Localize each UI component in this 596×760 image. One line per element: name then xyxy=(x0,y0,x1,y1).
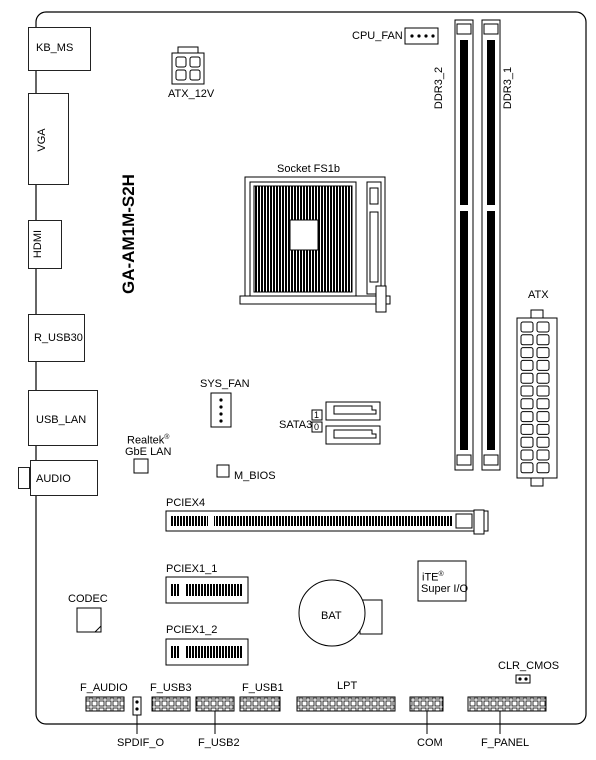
atx-pin xyxy=(520,436,534,448)
atx-pin xyxy=(536,462,550,474)
pciex1-2-label: PCIEX1_2 xyxy=(166,624,218,636)
realtek-registered-mark: ® xyxy=(164,434,170,441)
gbe-lan-label: GbE LAN xyxy=(125,446,172,458)
lpt-label: LPT xyxy=(337,680,358,692)
ite-label: iTE® xyxy=(422,569,444,584)
atx-pin xyxy=(520,411,534,423)
atx-pin xyxy=(520,398,534,410)
sata-port1-label: 1 xyxy=(314,410,320,420)
ddr3-2-label: DDR3_2 xyxy=(433,66,445,110)
lpt-header xyxy=(296,696,396,712)
hdmi-port xyxy=(28,220,62,269)
vga-label: VGA xyxy=(36,128,48,152)
socket-label: Socket FS1b xyxy=(277,163,340,175)
hdmi-label: HDMI xyxy=(32,229,44,259)
codec-label: CODEC xyxy=(68,593,108,605)
usb-lan-label: USB_LAN xyxy=(36,414,87,426)
atx-label: ATX xyxy=(528,289,549,301)
atx-pin xyxy=(536,385,550,397)
m-bios-label: M_BIOS xyxy=(234,470,276,482)
f-usb3-label: F_USB3 xyxy=(150,682,192,694)
audio-port xyxy=(30,460,98,496)
pciex1-1-slot xyxy=(165,576,249,604)
atx-12v-label: ATX_12V xyxy=(168,88,215,100)
ite-registered-mark: ® xyxy=(438,571,444,578)
f-panel-label: F_PANEL xyxy=(481,737,530,749)
spdif-o-label: SPDIF_O xyxy=(117,737,165,749)
super-io-label: Super I/O xyxy=(421,583,469,595)
atx-pin xyxy=(520,462,534,474)
sata-port0-label: 0 xyxy=(314,422,320,432)
ddr3-2-slot xyxy=(454,19,474,471)
m-bios-chip xyxy=(216,464,230,478)
r-usb30-label: R_USB30 xyxy=(34,332,83,344)
ite-text: iTE xyxy=(422,571,439,584)
sys-fan-header xyxy=(210,392,232,428)
atx-12v-connector xyxy=(171,46,205,85)
sata3-label: SATA3 xyxy=(279,419,313,431)
atx-pin xyxy=(536,449,550,461)
ddr3-1-slot xyxy=(481,19,501,471)
atx-pin xyxy=(520,385,534,397)
pciex1-2-slot xyxy=(165,638,249,666)
sys-fan-label: SYS_FAN xyxy=(200,378,250,390)
vga-port xyxy=(28,93,69,185)
realtek-label: Realtek® xyxy=(127,432,169,447)
f-panel-header xyxy=(467,696,547,712)
atx-pin xyxy=(520,372,534,384)
com-label: COM xyxy=(417,737,443,749)
board-outline xyxy=(35,11,587,725)
atx-pin xyxy=(520,359,534,371)
atx-pin xyxy=(520,321,534,333)
clr-cmos-label: CLR_CMOS xyxy=(498,660,560,672)
atx-pin xyxy=(520,449,534,461)
f-usb3-header xyxy=(151,696,191,712)
ite-super-io-chip xyxy=(417,560,467,602)
r-usb30-port xyxy=(28,314,85,362)
pciex1-1-label: PCIEX1_1 xyxy=(166,563,218,575)
audio-jack-tab xyxy=(18,467,30,489)
atx-pin xyxy=(536,321,550,333)
sata3-connectors xyxy=(311,401,381,445)
atx-pin xyxy=(536,436,550,448)
bat-label: BAT xyxy=(321,610,342,622)
realtek-text: Realtek xyxy=(127,434,165,447)
f-usb1-header xyxy=(239,696,281,712)
pciex4-label: PCIEX4 xyxy=(166,497,206,509)
f-usb2-label: F_USB2 xyxy=(198,737,240,749)
board-title: GA-AM1M-S2H xyxy=(119,174,138,294)
atx-pin xyxy=(520,347,534,359)
audio-label: AUDIO xyxy=(36,473,71,485)
atx-pin xyxy=(536,398,550,410)
atx-pin xyxy=(536,372,550,384)
ddr3-1-label: DDR3_1 xyxy=(502,66,514,110)
battery xyxy=(298,579,383,647)
kb-ms-label: KB_MS xyxy=(36,42,74,54)
f-usb1-label: F_USB1 xyxy=(242,682,284,694)
codec-chip xyxy=(76,607,102,633)
pciex4-slot xyxy=(165,509,489,535)
kb-ms-port xyxy=(28,27,91,71)
lan-chip xyxy=(133,458,149,474)
cpu-fan-header xyxy=(404,27,439,45)
usb-lan-port xyxy=(28,390,98,446)
atx-pin xyxy=(520,423,534,435)
cpu-socket xyxy=(239,176,391,313)
atx-pin xyxy=(536,359,550,371)
cpu-fan-label: CPU_FAN xyxy=(352,30,403,42)
atx-pin xyxy=(536,423,550,435)
atx-pin xyxy=(536,334,550,346)
atx-pin xyxy=(536,347,550,359)
f-audio-label: F_AUDIO xyxy=(80,682,128,694)
clr-cmos-jumper xyxy=(515,674,531,684)
f-audio-header xyxy=(85,696,125,712)
atx-pin xyxy=(520,334,534,346)
atx-pin xyxy=(536,411,550,423)
